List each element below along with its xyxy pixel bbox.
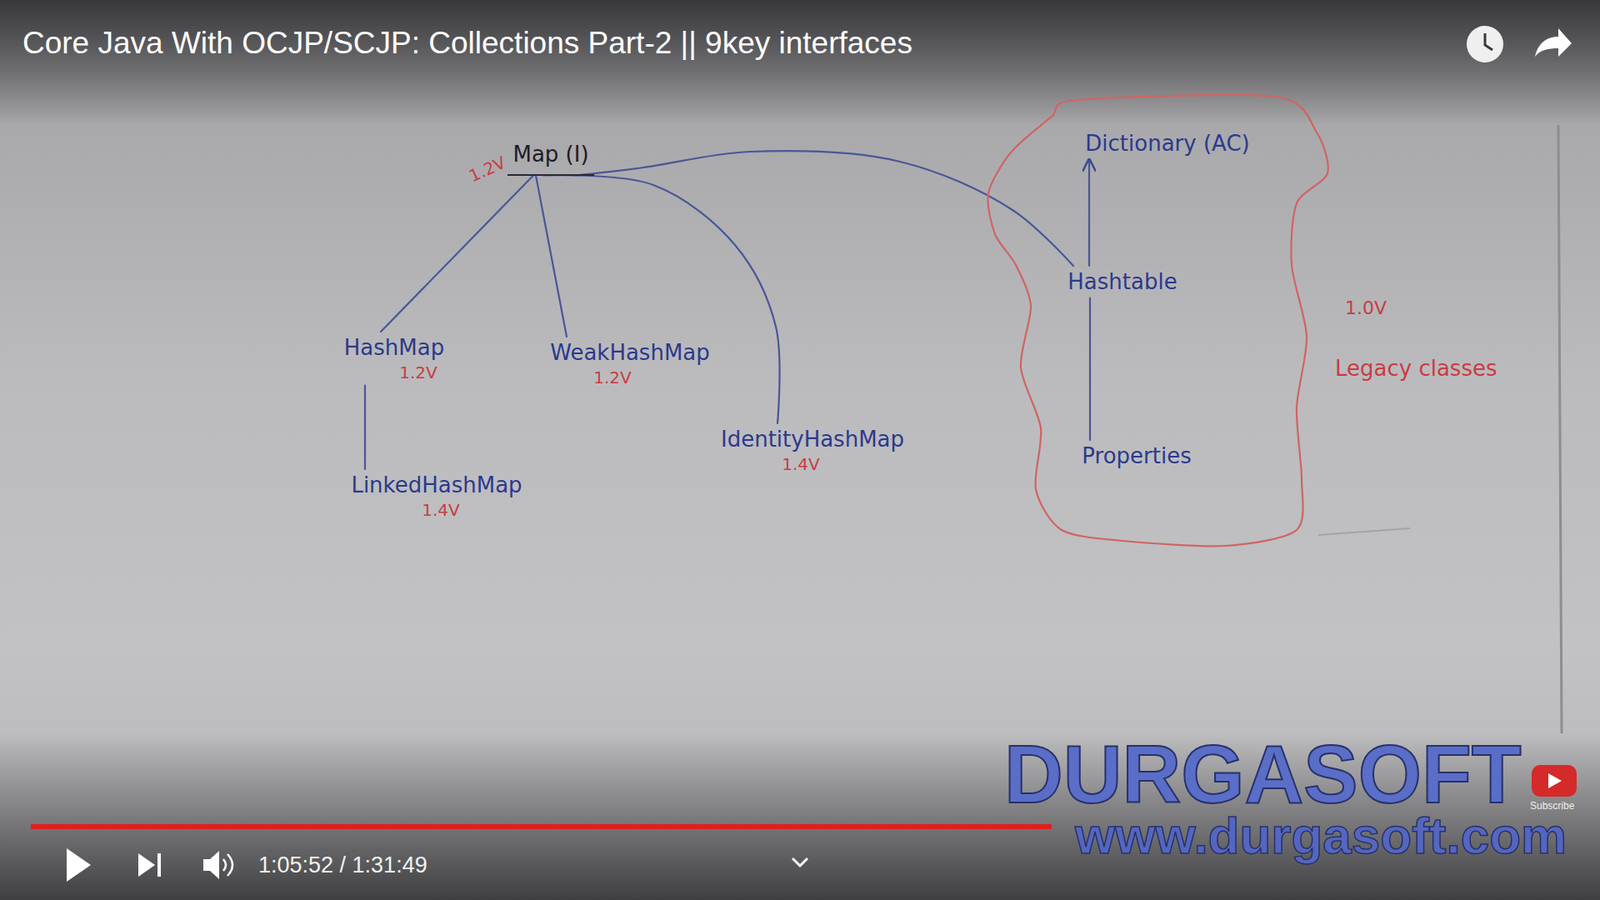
inheritance-line xyxy=(535,175,567,338)
next-icon xyxy=(138,853,155,877)
class-node: IdentityHashMap1.4V xyxy=(715,423,910,478)
class-node: LinkedHashMap1.4V xyxy=(345,469,527,524)
inheritance-line xyxy=(575,150,1074,266)
class-name: WeakHashMap xyxy=(550,339,710,367)
volume-waves xyxy=(223,854,233,876)
video-title: Core Java With OCJP/SCJP: Collections Pa… xyxy=(22,25,913,62)
bottom-shade xyxy=(0,733,1600,900)
play-icon xyxy=(66,848,91,882)
region-outline-path xyxy=(987,95,1328,546)
class-node: WeakHashMap1.2V xyxy=(545,336,715,391)
inheritance-line xyxy=(364,385,366,470)
interface-node: Map (I)1.2V xyxy=(507,138,594,176)
board-edge xyxy=(1558,125,1562,734)
inheritance-line xyxy=(1089,298,1091,441)
class-name: LinkedHashMap xyxy=(350,471,522,500)
version-note: 1.2V xyxy=(532,366,693,389)
class-node: Dictionary (AC) xyxy=(1080,127,1255,160)
legacy-region: 1.0VLegacy classesDictionary (AC)Hashtab… xyxy=(985,96,1330,549)
chevron-icon xyxy=(792,858,808,866)
watermark-url: www.durgasoft.com xyxy=(1075,810,1567,862)
inheritance-line xyxy=(380,175,534,333)
version-note: 1.0V xyxy=(1345,296,1387,321)
region-outline xyxy=(985,96,1330,549)
subscribe-label: Subscribe xyxy=(1530,800,1575,812)
version-note: 1.2V xyxy=(465,151,510,187)
version-note: 1.2V xyxy=(368,361,469,384)
clock-hands xyxy=(1485,33,1493,50)
top-shade xyxy=(0,0,1600,125)
class-node: Hashtable xyxy=(1062,265,1182,299)
next-icon-bar xyxy=(157,853,161,877)
version-note: 1.4V xyxy=(355,499,526,521)
interface-name: Map (I) xyxy=(512,140,589,169)
share-icon xyxy=(1535,28,1572,57)
class-name: IdentityHashMap xyxy=(720,425,905,454)
subscribe-icon-play xyxy=(1548,773,1562,789)
subscribe-icon xyxy=(1531,765,1577,797)
volume-icon xyxy=(203,850,220,880)
board-smudge xyxy=(1318,528,1410,535)
inheritance-line xyxy=(1088,160,1090,267)
class-name: HashMap xyxy=(344,334,445,362)
class-name: Dictionary (AC) xyxy=(1085,130,1250,158)
clock-icon xyxy=(1466,25,1504,63)
class-name: Properties xyxy=(1081,442,1191,470)
class-node: HashMap1.2V xyxy=(339,331,450,386)
version-note: 1.4V xyxy=(709,453,893,475)
video-time: 1:05:52 / 1:31:49 xyxy=(258,851,428,879)
class-name: Hashtable xyxy=(1067,268,1177,296)
inheritance-line xyxy=(543,175,780,424)
region-heading: Legacy classes xyxy=(1335,355,1498,384)
class-node: Properties xyxy=(1076,440,1196,473)
watermark: DURGASOFT xyxy=(1004,733,1522,815)
progress-bar xyxy=(30,824,1052,830)
